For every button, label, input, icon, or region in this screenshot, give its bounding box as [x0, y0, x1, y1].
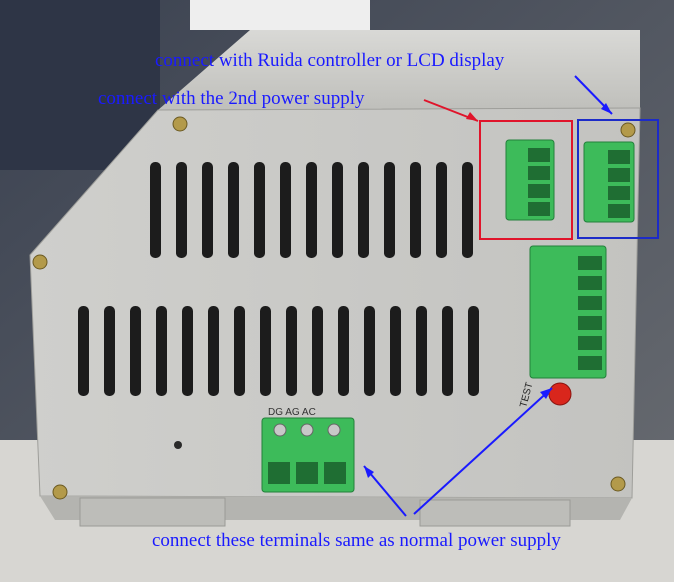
annotation-ruida-controller: connect with Ruida controller or LCD dis…	[155, 50, 505, 71]
vent-slot	[390, 306, 401, 396]
vent-slot	[410, 162, 421, 258]
white-box	[190, 0, 370, 30]
arrowhead-blue-ac	[364, 466, 374, 478]
vent-slot	[182, 306, 193, 396]
terminal-pin-labels: DG AG AC	[268, 407, 316, 418]
vent-slot	[78, 306, 89, 396]
arrowhead-red	[466, 112, 478, 121]
vent-slot	[202, 162, 213, 258]
vent-slot	[150, 162, 161, 258]
vent-slot	[130, 306, 141, 396]
terminal-block-ruida	[583, 141, 635, 223]
annotation-second-power-supply: connect with the 2nd power supply	[98, 88, 365, 109]
vent-slot	[176, 162, 187, 258]
vent-slot	[338, 306, 349, 396]
chassis-top	[158, 30, 640, 110]
terminal-block-2nd-supply	[505, 139, 555, 221]
arrowhead-blue-ruida	[601, 103, 612, 114]
arrow-blue-control	[413, 387, 553, 515]
terminal-block-control	[529, 245, 607, 379]
screws	[32, 116, 636, 500]
vent-slot	[442, 306, 453, 396]
vent-slot	[436, 162, 447, 258]
vent-slot	[254, 162, 265, 258]
screw-3	[52, 484, 68, 500]
vent-slots-top	[150, 162, 473, 258]
vent-slot	[416, 306, 427, 396]
screw-2	[32, 254, 48, 270]
vent-slot	[468, 306, 479, 396]
terminal-block-ac	[261, 417, 355, 493]
vent-slot	[104, 306, 115, 396]
right-foot	[419, 499, 571, 527]
annotation-normal-terminals: connect these terminals same as normal p…	[152, 530, 561, 551]
highlight-box-ruida	[577, 119, 659, 239]
highlight-box-2nd-supply	[479, 120, 573, 240]
left-foot	[79, 497, 226, 527]
screw-4	[610, 476, 626, 492]
arrowhead-blue-control	[540, 388, 552, 399]
vent-slot	[260, 306, 271, 396]
vent-slot	[280, 162, 291, 258]
vent-slot	[286, 306, 297, 396]
vent-slot	[228, 162, 239, 258]
vent-slot	[156, 306, 167, 396]
screw-1	[172, 116, 188, 132]
screw-5	[620, 122, 636, 138]
vent-slot	[332, 162, 343, 258]
vent-slot	[384, 162, 395, 258]
vent-slots-bottom	[78, 306, 479, 396]
test-button	[548, 382, 572, 406]
vent-slot	[364, 306, 375, 396]
small-hole	[174, 441, 182, 449]
vent-slot	[306, 162, 317, 258]
vent-slot	[208, 306, 219, 396]
vent-slot	[234, 306, 245, 396]
vent-slot	[358, 162, 369, 258]
vent-slot	[462, 162, 473, 258]
vent-slot	[312, 306, 323, 396]
